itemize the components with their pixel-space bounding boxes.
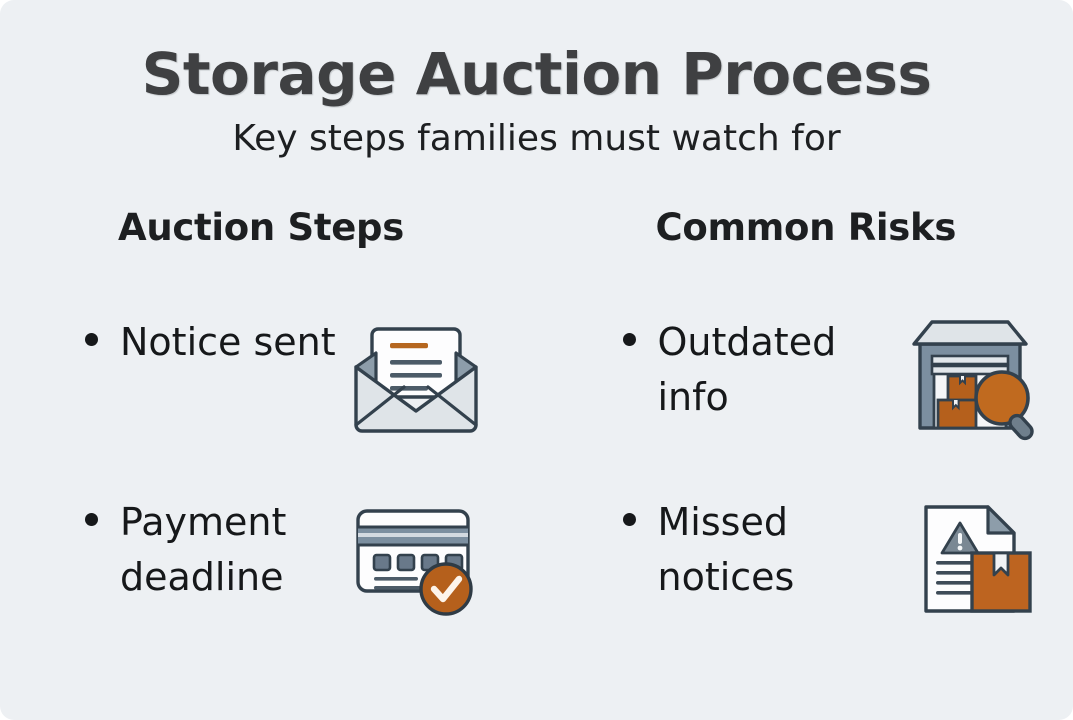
bullet-missed-notices: Missed notices	[620, 485, 902, 605]
list-item: Notice sent	[82, 305, 537, 483]
bullet-payment-deadline: Payment deadline	[82, 485, 341, 605]
column-common-risks: Common Risks Outdated info	[537, 206, 1073, 663]
bullet-dot-icon	[85, 332, 98, 346]
slide-title: Storage Auction Process	[141, 40, 932, 108]
bullet-dot-icon	[622, 512, 636, 526]
auction-steps-list: Notice sent	[82, 305, 537, 663]
list-item: Outdated info	[620, 305, 1073, 483]
column-heading-auction-steps: Auction Steps	[118, 206, 404, 249]
bullet-notice-sent: Notice sent	[82, 305, 341, 370]
storage-unit-magnifier-icon	[901, 305, 1051, 455]
column-heading-common-risks: Common Risks	[655, 206, 957, 249]
bullet-outdated-info: Outdated info	[620, 305, 902, 425]
bullet-label: Missed notices	[657, 499, 795, 599]
payment-card-check-icon	[341, 485, 491, 635]
bullet-dot-icon	[622, 332, 636, 346]
document-warning-box-icon	[901, 485, 1051, 635]
slide-subtitle: Key steps families must watch for	[232, 117, 841, 159]
bullet-dot-icon	[85, 512, 98, 526]
list-item: Payment deadline	[82, 485, 537, 663]
bullet-label: Notice sent	[120, 319, 336, 364]
columns-container: Auction Steps Notice sent	[0, 206, 1073, 663]
slide-header: Storage Auction Process Key steps famili…	[0, 44, 1073, 158]
open-envelope-letter-icon	[341, 305, 491, 455]
bullet-label: Payment deadline	[120, 499, 287, 599]
list-item: Missed notices	[620, 485, 1073, 663]
column-auction-steps: Auction Steps Notice sent	[0, 206, 537, 663]
bullet-label: Outdated info	[657, 319, 837, 419]
common-risks-list: Outdated info	[620, 305, 1073, 663]
